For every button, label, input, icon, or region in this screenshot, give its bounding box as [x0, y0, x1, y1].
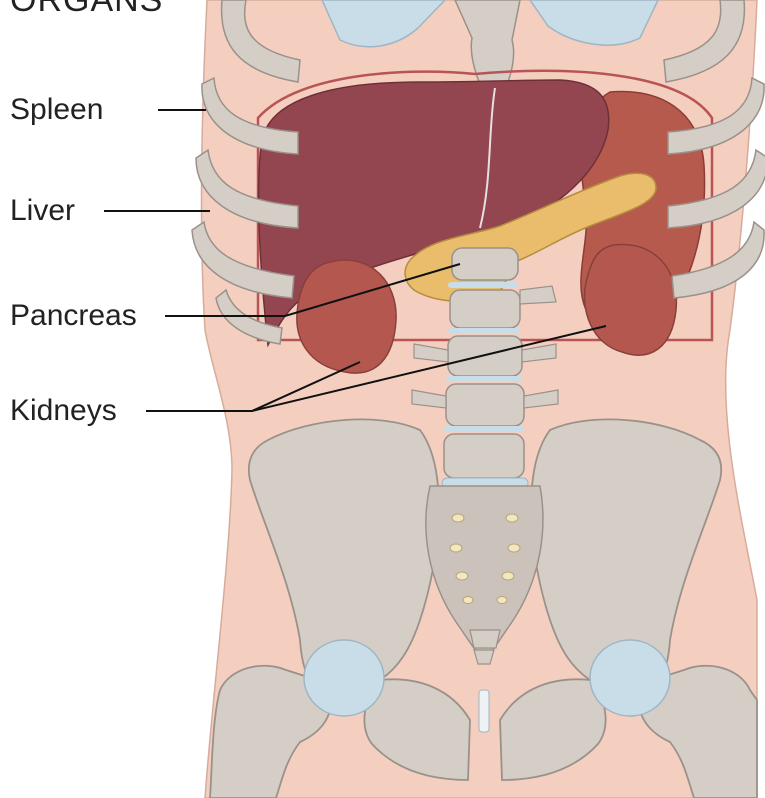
pubic-symphysis	[479, 690, 489, 732]
diagram-title: ORGANS	[10, 0, 163, 18]
kidneys-label: Kidneys	[10, 394, 117, 428]
left-hip-cartilage	[304, 640, 384, 716]
kidney-left-organ	[297, 260, 396, 373]
spleen-label: Spleen	[10, 93, 103, 127]
right-hip-cartilage	[590, 640, 670, 716]
pancreas-label: Pancreas	[10, 299, 137, 333]
liver-label: Liver	[10, 194, 75, 228]
